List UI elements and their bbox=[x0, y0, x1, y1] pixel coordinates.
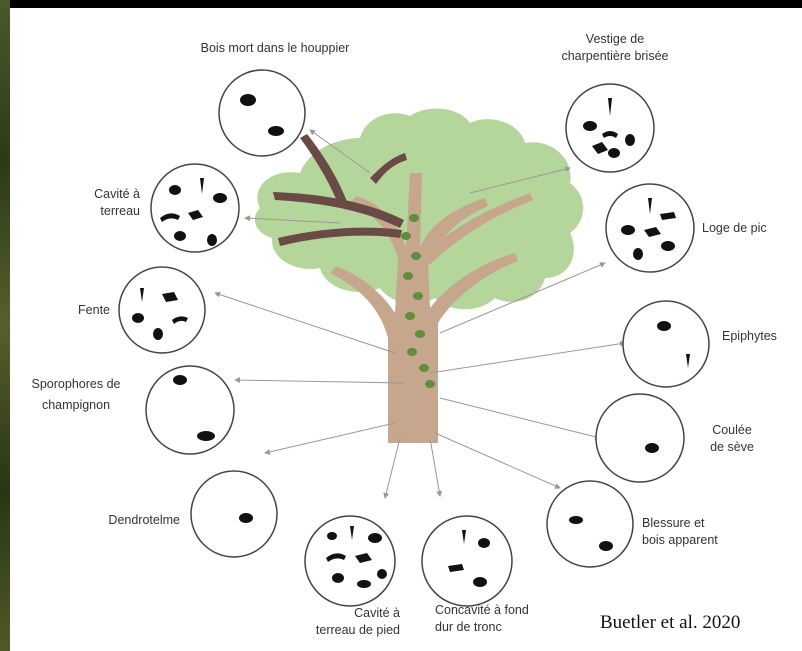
circle-fente bbox=[118, 266, 206, 354]
circle-cavite-terreau bbox=[150, 163, 240, 253]
label-concavite: Concavité à fond dur de tronc bbox=[435, 602, 529, 636]
label-blessure: Blessure et bois apparent bbox=[642, 515, 718, 549]
label-concavite-line1: Concavité à fond bbox=[435, 603, 529, 617]
tree-microhabitat-diagram bbox=[118, 69, 710, 607]
label-concavite-line2: dur de tronc bbox=[435, 619, 502, 634]
circle-coulee bbox=[595, 393, 685, 483]
circle-vestige bbox=[565, 83, 655, 173]
dead-branches bbox=[273, 134, 407, 246]
label-loge-pic-text: Loge de pic bbox=[702, 221, 767, 235]
label-vestige-line1: Vestige de bbox=[585, 32, 645, 46]
label-coulee-line1: Coulée bbox=[712, 423, 752, 437]
circle-bois-mort bbox=[218, 69, 306, 157]
diagram-panel: Bois mort dans le houppier Vestige de ch… bbox=[10, 8, 802, 651]
label-bois-mort: Bois mort dans le houppier bbox=[155, 40, 395, 57]
label-coulee-line2: de sève bbox=[710, 439, 754, 454]
circle-loge-pic bbox=[605, 183, 695, 273]
label-dendrotelme-text: Dendrotelme bbox=[108, 513, 180, 527]
label-blessure-line2: bois apparent bbox=[642, 532, 718, 547]
circle-blessure bbox=[546, 480, 634, 568]
label-vestige: Vestige de charpentière brisée bbox=[545, 31, 685, 65]
label-sporophores: Sporophores de champignon bbox=[12, 376, 140, 414]
label-cavite-terreau-line1: Cavité à bbox=[94, 187, 140, 201]
label-loge-pic: Loge de pic bbox=[702, 220, 767, 237]
label-sporophores-line2: champignon bbox=[41, 397, 111, 412]
label-coulee: Coulée de sève bbox=[690, 422, 774, 456]
circle-sporophores bbox=[145, 365, 235, 455]
label-epiphytes: Epiphytes bbox=[722, 328, 777, 345]
background-strip bbox=[0, 0, 10, 651]
tree-trunk bbox=[330, 173, 533, 443]
organism-silhouettes bbox=[132, 94, 690, 588]
label-cavite-pied: Cavité à terreau de pied bbox=[272, 605, 400, 639]
circle-epiphytes bbox=[622, 300, 710, 388]
label-cavite-terreau: Cavité à terreau bbox=[50, 186, 140, 220]
label-cavite-pied-line2: terreau de pied bbox=[315, 622, 400, 637]
label-dendrotelme: Dendrotelme bbox=[70, 512, 180, 529]
circle-concavite bbox=[421, 515, 513, 607]
connector-arrows bbox=[214, 129, 626, 499]
source-credit: Buetler et al. 2020 bbox=[600, 612, 741, 633]
label-bois-mort-text: Bois mort dans le houppier bbox=[200, 41, 350, 55]
label-epiphytes-text: Epiphytes bbox=[722, 329, 777, 343]
ivy-vine bbox=[401, 214, 435, 388]
label-fente-text: Fente bbox=[78, 303, 110, 317]
label-cavite-terreau-line2: terreau bbox=[100, 203, 140, 218]
label-blessure-line1: Blessure et bbox=[642, 516, 705, 530]
circle-dendrotelme bbox=[190, 470, 278, 558]
label-vestige-line2: charpentière brisée bbox=[561, 48, 669, 63]
circle-cavite-pied bbox=[304, 515, 396, 607]
label-sporophores-line1: Sporophores de bbox=[31, 377, 121, 391]
label-fente: Fente bbox=[50, 302, 110, 319]
label-cavite-pied-line1: Cavité à bbox=[354, 606, 400, 620]
